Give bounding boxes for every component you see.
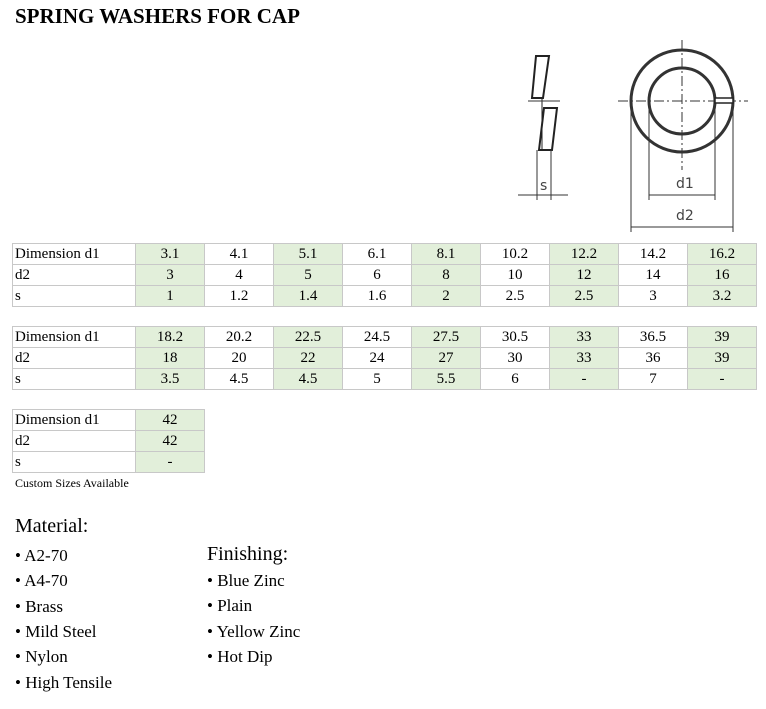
material-item: • A2-70 (15, 546, 68, 565)
material-item: • Mild Steel (15, 621, 97, 641)
table-cell: 36.5 (618, 326, 688, 348)
table-cell: 24 (342, 347, 412, 369)
table-cell: 4.5 (273, 368, 343, 390)
table-cell: 4.1 (204, 243, 274, 265)
table-cell: - (135, 451, 205, 473)
table-cell: 3 (135, 264, 205, 286)
finishing-item: • Blue Zinc (207, 571, 285, 590)
row-label: d2 (12, 347, 136, 369)
table-cell: 2.5 (549, 285, 619, 307)
row-label: Dimension d1 (12, 409, 136, 431)
table-cell: 42 (135, 409, 205, 431)
finishing-item: • Hot Dip (207, 646, 273, 666)
table-cell: 1 (135, 285, 205, 307)
spring-washer-diagram: s d1 d2 (518, 40, 748, 232)
material-item: • A4-70 (15, 571, 68, 591)
table-cell: 1.2 (204, 285, 274, 307)
row-label: d2 (12, 430, 136, 452)
table-cell: 1.4 (273, 285, 343, 307)
material-heading: Material: (15, 515, 89, 537)
table-cell: 42 (135, 430, 205, 452)
row-label: s (12, 368, 136, 390)
table-cell: 3 (618, 285, 688, 307)
table-cell: - (549, 368, 619, 390)
finishing-item: • Yellow Zinc (207, 621, 301, 641)
table-cell: 10 (480, 264, 550, 286)
custom-sizes-note: Custom Sizes Available (15, 476, 129, 490)
table-cell: 7 (618, 368, 688, 390)
s-label: s (540, 178, 547, 194)
row-label: s (12, 285, 136, 307)
table-cell: 18 (135, 347, 205, 369)
table-cell: 3.2 (687, 285, 757, 307)
table-cell: 30.5 (480, 326, 550, 348)
table-cell: 22.5 (273, 326, 343, 348)
table-cell: 6 (342, 264, 412, 286)
material-item: • Nylon (15, 647, 68, 667)
table-cell: 6 (480, 368, 550, 390)
table-cell: 20 (204, 347, 274, 369)
row-label: s (12, 451, 136, 473)
table-cell: 12 (549, 264, 619, 286)
table-cell: 2.5 (480, 285, 550, 307)
table-cell: 6.1 (342, 243, 412, 265)
row-label: Dimension d1 (12, 326, 136, 348)
table-cell: 4 (204, 264, 274, 286)
table-cell: 27.5 (411, 326, 481, 348)
table-cell: 30 (480, 347, 550, 369)
table-cell: 3.1 (135, 243, 205, 265)
finishing-item: • Plain (207, 596, 253, 616)
table-cell: 5.5 (411, 368, 481, 390)
table-cell: 39 (687, 347, 757, 369)
table-cell: 33 (549, 326, 619, 348)
table-cell: 5.1 (273, 243, 343, 265)
table-cell: 22 (273, 347, 343, 369)
material-item: • High Tensile (15, 672, 112, 692)
page-title: SPRING WASHERS FOR CAP (15, 4, 300, 28)
row-label: Dimension d1 (12, 243, 136, 265)
material-item: • Brass (15, 596, 63, 616)
finishing-heading: Finishing: (207, 543, 289, 565)
table-cell: 12.2 (549, 243, 619, 265)
row-label: d2 (12, 264, 136, 286)
table-cell: 27 (411, 347, 481, 369)
table-cell: 39 (687, 326, 757, 348)
table-cell: 14 (618, 264, 688, 286)
table-cell: 18.2 (135, 326, 205, 348)
table-cell: 1.6 (342, 285, 412, 307)
table-cell: 16.2 (687, 243, 757, 265)
d1-label: d1 (676, 176, 694, 192)
table-row: s- (12, 451, 205, 473)
table-cell: 8 (411, 264, 481, 286)
table-cell: 20.2 (204, 326, 274, 348)
table-cell: 5 (342, 368, 412, 390)
table-cell: 3.5 (135, 368, 205, 390)
table-cell: 24.5 (342, 326, 412, 348)
table-cell: 14.2 (618, 243, 688, 265)
table-cell: 5 (273, 264, 343, 286)
table-cell: 4.5 (204, 368, 274, 390)
d2-label: d2 (676, 208, 694, 224)
table-cell: - (687, 368, 757, 390)
table-cell: 2 (411, 285, 481, 307)
table-cell: 16 (687, 264, 757, 286)
table-cell: 33 (549, 347, 619, 369)
table-cell: 10.2 (480, 243, 550, 265)
table-cell: 36 (618, 347, 688, 369)
table-cell: 8.1 (411, 243, 481, 265)
